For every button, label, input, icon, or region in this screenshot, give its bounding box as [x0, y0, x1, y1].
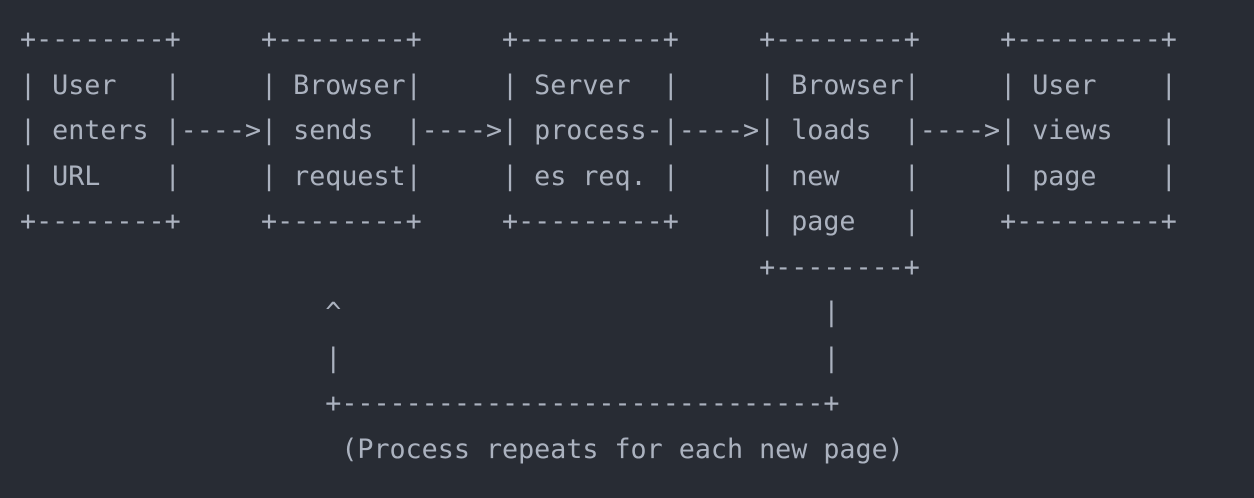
diagram-line-box-tops: +--------+ +--------+ +---------+ +-----… — [20, 24, 1177, 55]
diagram-line-browser-box-bottom: +--------+ — [20, 251, 920, 283]
diagram-line-loop-sides: | | — [20, 342, 840, 374]
ascii-flow-diagram: +--------+ +--------+ +---------+ +-----… — [20, 17, 1177, 472]
diagram-line-box-details: | URL | | request| | es req. | | new | |… — [20, 160, 1177, 192]
diagram-line-loop-arrowhead: ^ | — [20, 297, 840, 328]
diagram-line-arrows: | enters |---->| sends |---->| process-|… — [20, 115, 1177, 146]
diagram-line-box-titles: | User | | Browser| | Server | | Browser… — [20, 69, 1177, 101]
diagram-caption: (Process repeats for each new page) — [20, 433, 904, 465]
diagram-line-loop-bottom: +------------------------------+ — [20, 388, 840, 419]
diagram-line-box-bottoms: +--------+ +--------+ +---------+ | page… — [20, 206, 1177, 237]
